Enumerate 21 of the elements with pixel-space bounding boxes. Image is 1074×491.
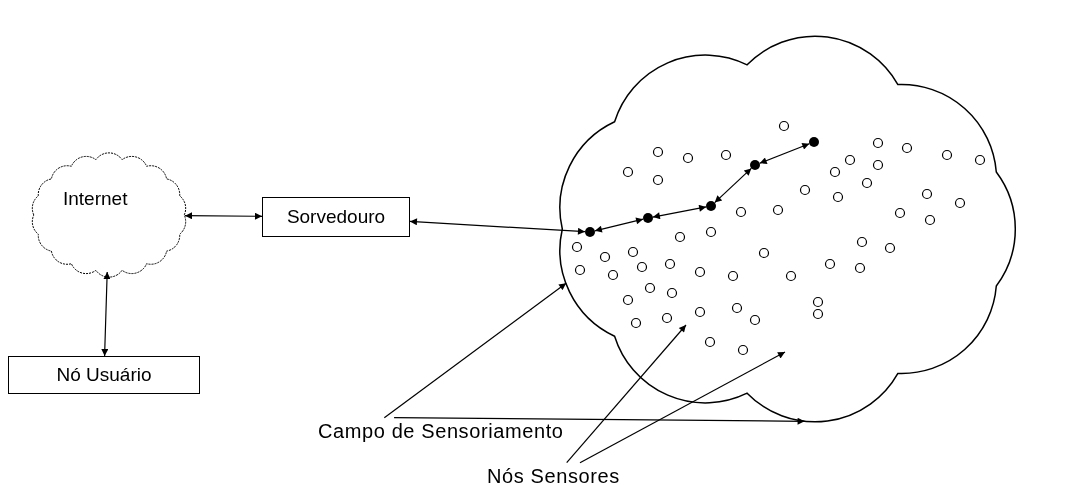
- double-arrow: [184, 212, 263, 220]
- double-arrow: [759, 143, 810, 164]
- sensor-dot: [750, 160, 760, 170]
- sensor-dot: [809, 137, 819, 147]
- double-arrow: [409, 218, 586, 235]
- cloud-label: Internet: [63, 188, 128, 210]
- sink-box: Sorvedouro: [262, 197, 410, 237]
- leader-arrow: [393, 417, 806, 425]
- double-arrow: [714, 167, 752, 204]
- leader-arrow: [383, 282, 567, 419]
- sensor-dot: [585, 227, 595, 237]
- sensor-dot: [706, 201, 716, 211]
- double-arrow: [594, 217, 644, 233]
- double-arrow: [652, 204, 707, 220]
- callout-text: Campo de Sensoriamento: [318, 420, 564, 443]
- user-node-box: Nó Usuário: [8, 356, 200, 394]
- sensor-dot: [643, 213, 653, 223]
- leader-arrow: [579, 351, 786, 464]
- double-arrow: [101, 271, 111, 357]
- callout-text: Nós Sensores: [487, 465, 620, 488]
- leader-arrow: [566, 324, 687, 464]
